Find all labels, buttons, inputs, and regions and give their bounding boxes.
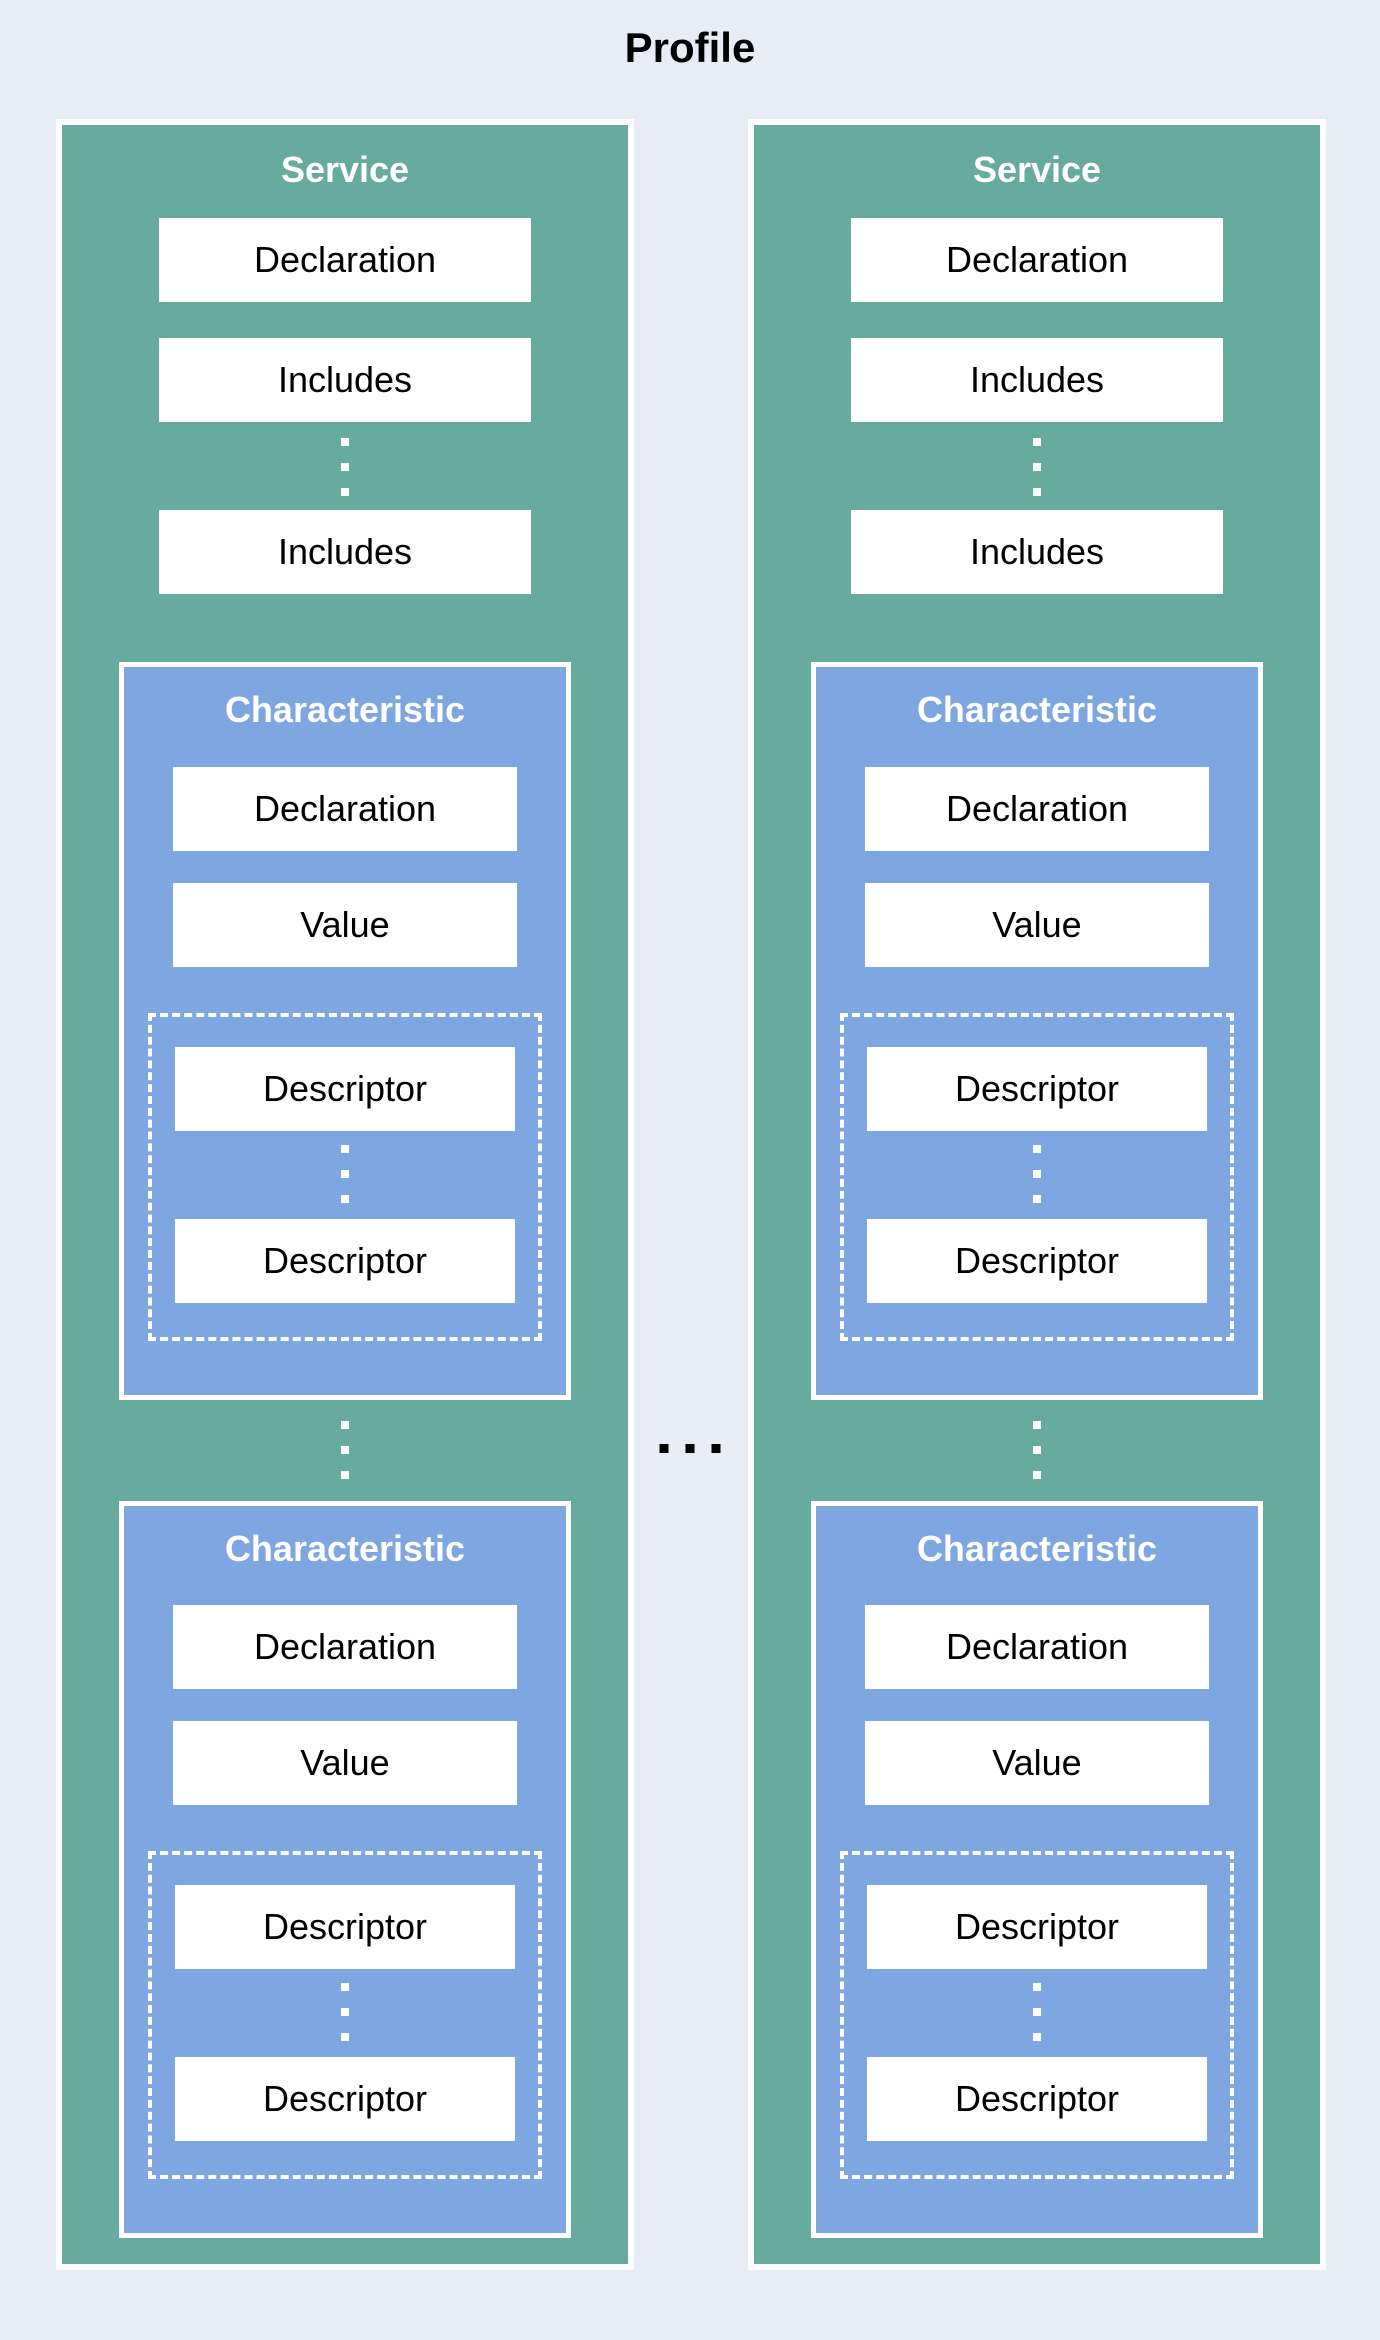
ellipsis-dot bbox=[685, 1444, 695, 1453]
includes-box: Includes bbox=[159, 510, 531, 595]
characteristic-title: Characteristic bbox=[916, 1527, 1158, 1569]
descriptor-box: Descriptor bbox=[867, 1046, 1207, 1131]
ellipsis-dot bbox=[1033, 488, 1041, 497]
ellipsis-dot bbox=[341, 1144, 349, 1153]
value-box: Value bbox=[865, 882, 1209, 967]
horizontal-ellipsis-icon bbox=[659, 1444, 721, 1453]
descriptor-box: Descriptor bbox=[175, 1046, 515, 1131]
descriptor-box: Descriptor bbox=[175, 1218, 515, 1303]
characteristic-box: Characteristic Declaration Value Descrip… bbox=[119, 1500, 571, 2239]
ellipsis-dot bbox=[341, 463, 349, 472]
descriptor-group: Descriptor Descriptor bbox=[840, 1012, 1234, 1341]
ellipsis-dot bbox=[341, 1470, 349, 1479]
ellipsis-dot bbox=[341, 1983, 349, 1992]
descriptor-box: Descriptor bbox=[867, 2057, 1207, 2142]
characteristic-title: Characteristic bbox=[916, 689, 1158, 731]
descriptor-group: Descriptor Descriptor bbox=[840, 1851, 1234, 2180]
value-box: Value bbox=[173, 1721, 517, 1806]
descriptor-box: Descriptor bbox=[867, 1218, 1207, 1303]
characteristic-box: Characteristic Declaration Value Descrip… bbox=[811, 662, 1263, 1400]
service-declaration-box: Declaration bbox=[851, 218, 1223, 303]
service-title: Service bbox=[280, 149, 410, 190]
ellipsis-dot bbox=[1033, 1470, 1041, 1479]
characteristic-declaration-box: Declaration bbox=[173, 766, 517, 851]
ellipsis-dot bbox=[341, 1420, 349, 1429]
characteristic-title: Characteristic bbox=[224, 689, 466, 731]
value-box: Value bbox=[173, 882, 517, 967]
ellipsis-dot bbox=[341, 2033, 349, 2042]
ellipsis-dot bbox=[659, 1444, 669, 1453]
characteristic-box: Characteristic Declaration Value Descrip… bbox=[811, 1500, 1263, 2239]
includes-box: Includes bbox=[159, 338, 531, 423]
ellipsis-dot bbox=[1033, 1445, 1041, 1454]
characteristic-box: Characteristic Declaration Value Descrip… bbox=[119, 662, 571, 1400]
includes-box: Includes bbox=[851, 338, 1223, 423]
characteristic-declaration-box: Declaration bbox=[865, 1605, 1209, 1690]
descriptor-box: Descriptor bbox=[175, 1885, 515, 1970]
vertical-ellipsis-icon bbox=[341, 1420, 349, 1479]
descriptor-group: Descriptor Descriptor bbox=[148, 1012, 542, 1341]
service-box: Service Declaration Includes Includes Ch… bbox=[56, 119, 634, 2270]
vertical-ellipsis-icon bbox=[1033, 438, 1041, 497]
vertical-ellipsis-icon bbox=[1033, 1983, 1041, 2042]
characteristic-title: Characteristic bbox=[224, 1527, 466, 1569]
service-box: Service Declaration Includes Includes Ch… bbox=[748, 119, 1326, 2270]
value-box: Value bbox=[865, 1721, 1209, 1806]
ellipsis-dot bbox=[341, 438, 349, 447]
ellipsis-dot bbox=[1033, 2033, 1041, 2042]
service-declaration-box: Declaration bbox=[159, 218, 531, 303]
ellipsis-dot bbox=[1033, 1983, 1041, 1992]
services-row: Service Declaration Includes Includes Ch… bbox=[56, 119, 1326, 2270]
ellipsis-dot bbox=[341, 1445, 349, 1454]
characteristic-declaration-box: Declaration bbox=[865, 766, 1209, 851]
ellipsis-dot bbox=[1033, 1194, 1041, 1203]
vertical-ellipsis-icon bbox=[341, 438, 349, 497]
ellipsis-dot bbox=[1033, 1144, 1041, 1153]
vertical-ellipsis-icon bbox=[1033, 1144, 1041, 1203]
ellipsis-dot bbox=[1033, 2008, 1041, 2017]
vertical-ellipsis-icon bbox=[1033, 1420, 1041, 1479]
ellipsis-dot bbox=[711, 1444, 721, 1453]
ellipsis-dot bbox=[341, 1169, 349, 1178]
ellipsis-dot bbox=[341, 2008, 349, 2017]
ellipsis-dot bbox=[1033, 463, 1041, 472]
descriptor-group: Descriptor Descriptor bbox=[148, 1851, 542, 2180]
ellipsis-dot bbox=[341, 488, 349, 497]
characteristic-declaration-box: Declaration bbox=[173, 1605, 517, 1690]
ellipsis-dot bbox=[1033, 1169, 1041, 1178]
includes-box: Includes bbox=[851, 510, 1223, 595]
ellipsis-dot bbox=[341, 1194, 349, 1203]
vertical-ellipsis-icon bbox=[341, 1983, 349, 2042]
page-title: Profile bbox=[624, 24, 756, 71]
service-title: Service bbox=[972, 149, 1102, 190]
ellipsis-dot bbox=[1033, 438, 1041, 447]
descriptor-box: Descriptor bbox=[175, 2057, 515, 2142]
vertical-ellipsis-icon bbox=[341, 1144, 349, 1203]
descriptor-box: Descriptor bbox=[867, 1885, 1207, 1970]
ellipsis-dot bbox=[1033, 1420, 1041, 1429]
